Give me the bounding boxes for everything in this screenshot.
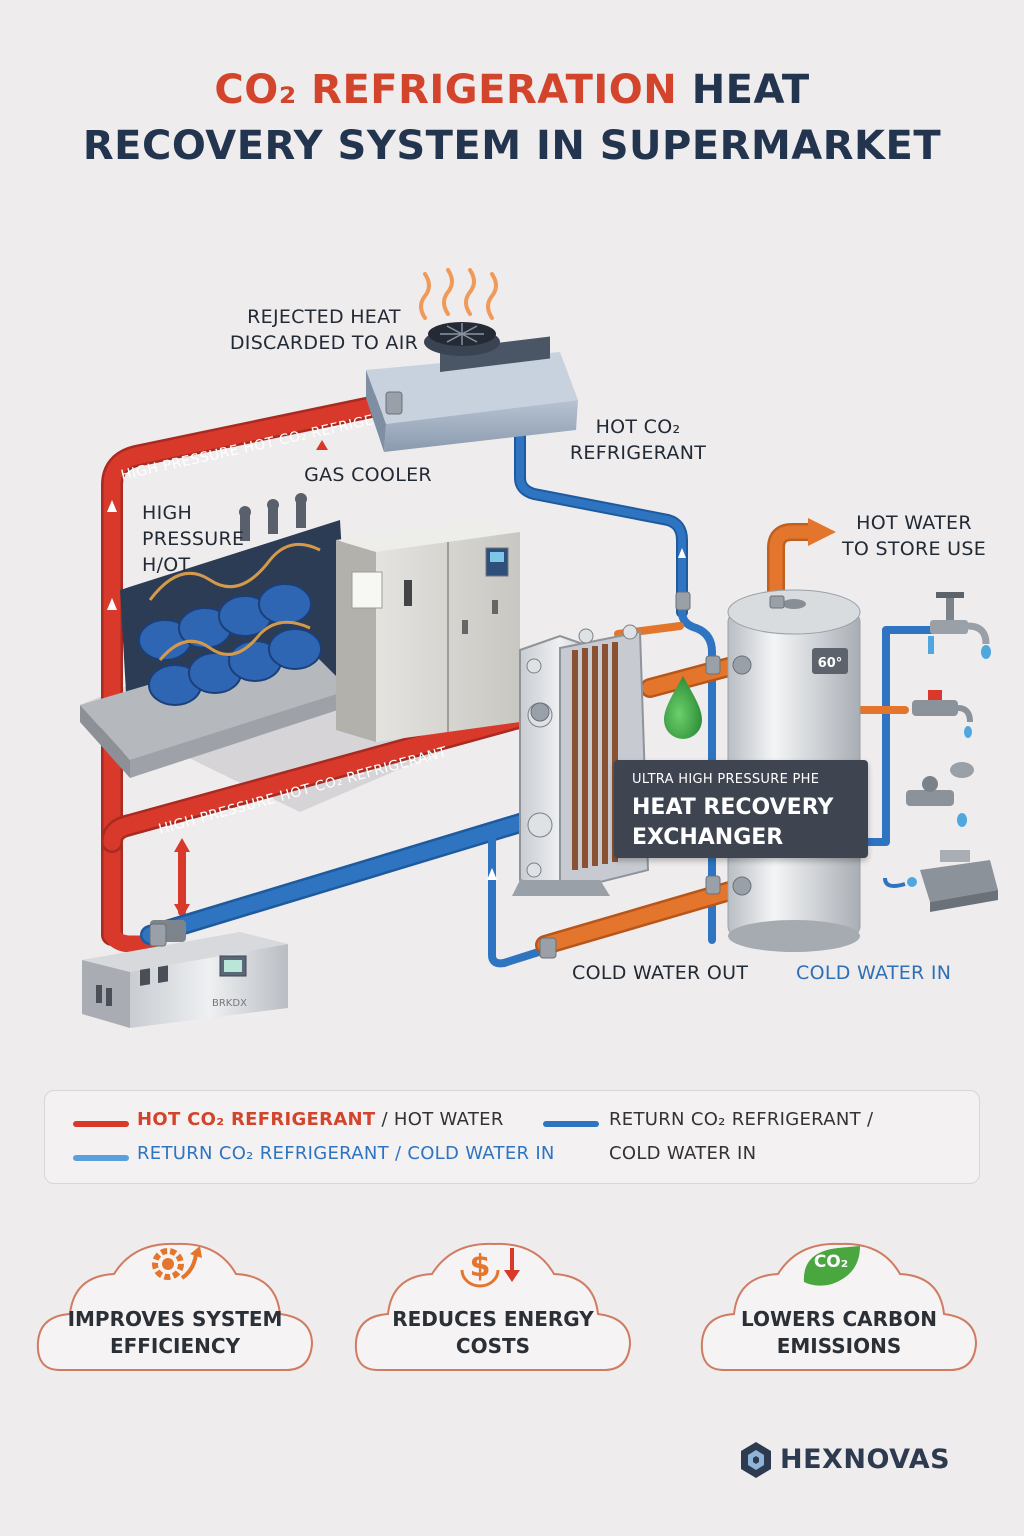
store-outlets [883, 592, 998, 912]
legend-hot-rest: / HOT WATER [381, 1109, 504, 1130]
water-droplet-icon [664, 676, 702, 739]
legend: HOT CO₂ REFRIGERANT / HOT WATER RETURN C… [44, 1090, 980, 1184]
legend-item-hot: HOT CO₂ REFRIGERANT / HOT WATER [137, 1109, 504, 1130]
svg-text:$: $ [470, 1249, 491, 1284]
legend-hot-accent: HOT CO₂ REFRIGERANT [137, 1109, 376, 1130]
phe-title-line2: EXCHANGER [632, 825, 784, 850]
legend-hot-line [73, 1121, 129, 1127]
title-accent: CO₂ REFRIGERATION [214, 67, 678, 113]
gas-cooler-label: GAS COOLER [304, 464, 432, 486]
hot-water-arrow-head [808, 518, 836, 546]
benefit-efficiency-text: IMPROVES SYSTEM EFFICIENCY [67, 1307, 283, 1358]
faucet-3-icon [906, 762, 974, 827]
co2-badge-text: CO₂ [813, 1252, 849, 1272]
benefit-costs: $ REDUCES ENERGY COSTS [348, 1230, 638, 1380]
title-heat: HEAT [691, 67, 810, 113]
rack-brand-label: BRKDX [212, 998, 247, 1009]
phe-title-line1: HEAT RECOVERY [632, 795, 834, 820]
hot-pipes [101, 391, 551, 953]
high-pressure-hot-label: HIGH PRESSURE H/OT [142, 502, 245, 576]
dishwasher-icon [883, 850, 998, 912]
pipe-fittings [149, 391, 785, 959]
hot-co2-refrigerant-label: HOT CO₂ REFRIGERANT [569, 416, 707, 464]
legend-item-cold: RETURN CO₂ REFRIGERANT / COLD WATER IN [137, 1143, 555, 1164]
legend-item-return-line2: COLD WATER IN [609, 1143, 757, 1164]
cold-water-in-label: COLD WATER IN [796, 962, 952, 984]
system-diagram: HIGH PRESSURE HOT CO₂ REFRIGERANT HIGH P… [80, 268, 998, 1028]
brand-name: HEXNOVAS [780, 1444, 951, 1475]
co2-leaf-icon: CO₂ [798, 1244, 864, 1288]
benefit-emissions-text: LOWERS CARBON EMISSIONS [740, 1307, 938, 1358]
benefit-emissions: CO₂ LOWERS CARBON EMISSIONS [694, 1230, 984, 1380]
cold-pipes [140, 424, 939, 968]
control-cabinet [336, 520, 520, 742]
legend-return-line [543, 1121, 599, 1127]
tank-temperature: 60° [818, 656, 843, 671]
benefit-efficiency: IMPROVES SYSTEM EFFICIENCY [30, 1230, 320, 1380]
rejected-heat-label: REJECTED HEAT DISCARDED TO AIR [229, 306, 419, 354]
hot-water-store-label: HOT WATER TO STORE USE [841, 512, 987, 560]
gas-cooler [366, 322, 578, 452]
hexnovas-logo-icon [741, 1442, 771, 1478]
page-title: CO₂ REFRIGERATION HEAT RECOVERY SYSTEM I… [0, 62, 1024, 174]
receiver-unit: BRKDX [82, 920, 288, 1028]
faucet-1-icon [928, 592, 991, 659]
benefit-costs-text: REDUCES ENERGY COSTS [392, 1307, 594, 1358]
legend-item-return-line1: RETURN CO₂ REFRIGERANT / [609, 1109, 874, 1130]
compressor-rack [80, 493, 350, 778]
phe-subtitle: ULTRA HIGH PRESSURE PHE [632, 772, 820, 787]
title-line2: RECOVERY SYSTEM IN SUPERMARKET [82, 123, 942, 169]
phe-label-box: ULTRA HIGH PRESSURE PHE HEAT RECOVERY EX… [614, 760, 868, 858]
dollar-down-icon: $ [460, 1248, 520, 1288]
faucet-2-icon [912, 690, 973, 738]
heat-waves-icon [419, 268, 498, 320]
gear-arrow-icon [152, 1246, 202, 1280]
water-pipes [535, 523, 909, 955]
cold-water-out-label: COLD WATER OUT [572, 962, 749, 984]
legend-cold-line [73, 1155, 129, 1161]
cold-flow-arrows [487, 548, 686, 880]
